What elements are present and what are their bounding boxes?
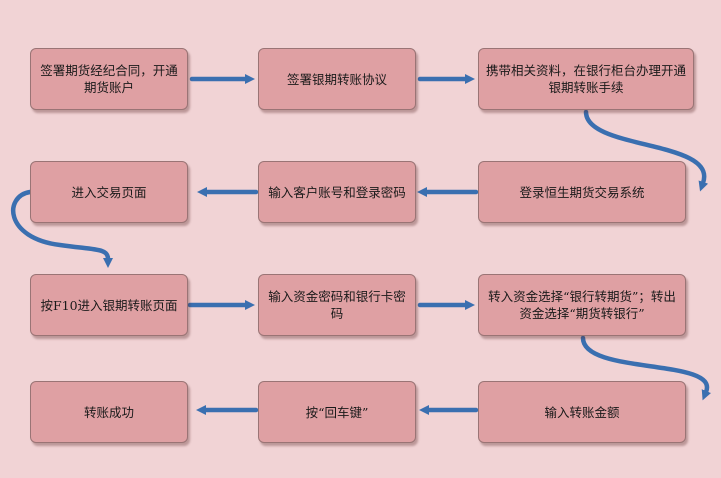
arrow-step9-to-step10	[580, 335, 712, 401]
step-press-f10: 按F10进入银期转账页面	[30, 274, 188, 336]
step-bank-counter-activation: 携带相关资料，在银行柜台办理开通银期转账手续	[478, 48, 694, 110]
step-label: 登录恒生期货交易系统	[519, 184, 645, 200]
step-sign-futures-contract: 签署期货经纪合同，开通期货账户	[30, 48, 188, 110]
step-label: 转账成功	[83, 404, 134, 420]
step-transfer-success: 转账成功	[30, 381, 188, 443]
step-label: 携带相关资料，在银行柜台办理开通银期转账手续	[485, 63, 686, 95]
step-sign-bank-futures-agreement: 签署银期转账协议	[258, 48, 416, 110]
step-enter-amount: 输入转账金额	[478, 381, 686, 443]
step-login-trading-system: 登录恒生期货交易系统	[478, 161, 686, 223]
arrow-step6-to-step7	[10, 189, 113, 268]
step-label: 签署期货经纪合同，开通期货账户	[40, 63, 178, 95]
step-label: 按“回车键”	[305, 404, 369, 420]
step-label: 按F10进入银期转账页面	[40, 297, 178, 313]
step-label: 输入客户账号和登录密码	[268, 184, 406, 200]
step-enter-fund-bank-password: 输入资金密码和银行卡密码	[258, 274, 416, 336]
arrow-step3-to-step4	[583, 109, 709, 192]
step-label: 进入交易页面	[71, 184, 147, 200]
step-select-transfer-direction: 转入资金选择“银行转期货”；转出资金选择“期货转银行”	[478, 274, 686, 336]
step-label: 签署银期转账协议	[286, 71, 387, 87]
step-enter-account-password: 输入客户账号和登录密码	[258, 161, 416, 223]
step-press-enter: 按“回车键”	[258, 381, 416, 443]
step-enter-trading-page: 进入交易页面	[30, 161, 188, 223]
step-label: 输入资金密码和银行卡密码	[268, 289, 406, 321]
step-label: 转入资金选择“银行转期货”；转出资金选择“期货转银行”	[488, 289, 676, 321]
step-label: 输入转账金额	[544, 404, 620, 420]
